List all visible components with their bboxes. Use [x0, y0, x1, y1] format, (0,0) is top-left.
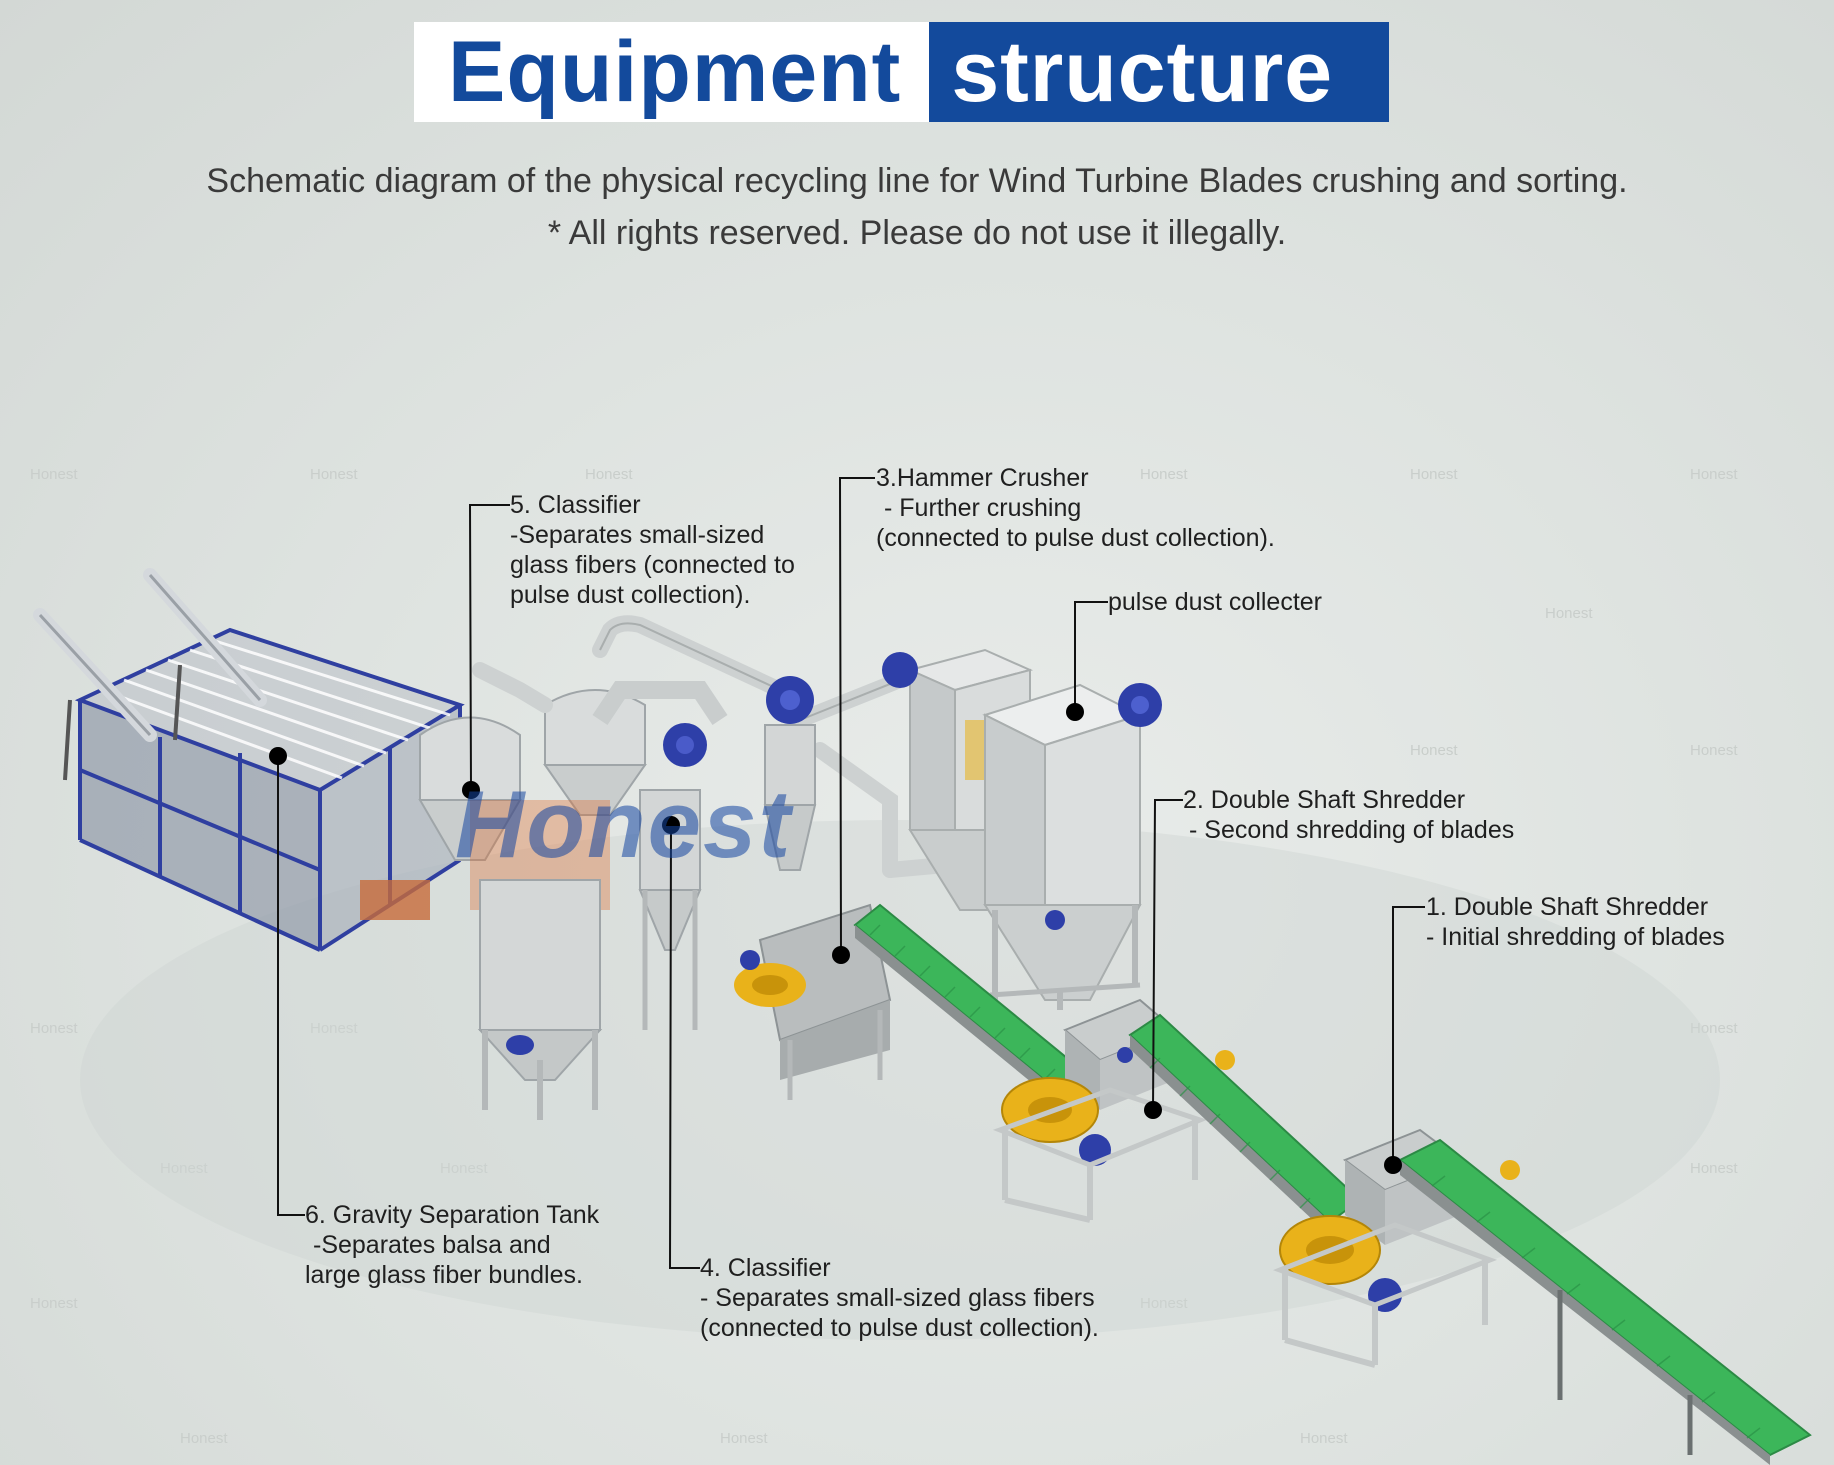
subtitle-description: Schematic diagram of the physical recycl… — [206, 162, 1628, 200]
label-title: 4. Classifier — [700, 1254, 831, 1282]
brand-logo: Honest — [455, 771, 793, 878]
watermark: Honest — [1410, 742, 1458, 759]
watermark: Honest — [440, 1160, 488, 1177]
pulse-dust-collector — [882, 648, 1162, 1010]
infeed-conveyor — [1398, 1138, 1812, 1465]
label-line: (connected to pulse dust collection). — [700, 1314, 1099, 1342]
label-line: -Separates small-sized — [510, 521, 765, 549]
watermark: Honest — [1690, 742, 1738, 759]
label-double-shaft-shredder-1: 1. Double Shaft Shredder - Initial shred… — [1426, 892, 1725, 952]
label-line: - Second shredding of blades — [1189, 816, 1515, 844]
watermark: Honest — [1690, 1160, 1738, 1177]
label-gravity-separation-tank: 6. Gravity Separation Tank -Separates ba… — [305, 1200, 599, 1290]
label-classifier-5: 5. Classifier -Separates small-sized gla… — [510, 490, 795, 610]
title-part-2: structure — [929, 22, 1390, 122]
watermark: Honest — [30, 466, 78, 483]
watermark: Honest — [1300, 1430, 1348, 1447]
label-title: 3.Hammer Crusher — [876, 464, 1089, 492]
label-double-shaft-shredder-2: 2. Double Shaft Shredder - Second shredd… — [1183, 785, 1514, 845]
label-line: (connected to pulse dust collection). — [876, 524, 1275, 552]
label-title: 2. Double Shaft Shredder — [1183, 786, 1466, 814]
watermark: Honest — [585, 466, 633, 483]
gravity-separation-tank — [33, 568, 465, 952]
watermark: Honest — [1690, 1020, 1738, 1037]
subtitle-copyright: * All rights reserved. Please do not use… — [547, 214, 1287, 252]
hammer-crusher — [734, 676, 892, 1100]
label-line: large glass fiber bundles. — [305, 1261, 583, 1289]
title-part-1: Equipment — [414, 22, 930, 122]
label-title: 6. Gravity Separation Tank — [305, 1201, 600, 1229]
watermark: Honest — [1140, 1295, 1188, 1312]
watermark: Honest — [1545, 605, 1593, 622]
watermark: Honest — [160, 1160, 208, 1177]
watermark: Honest — [310, 1020, 358, 1037]
watermark: Honest — [180, 1430, 228, 1447]
label-line: pulse dust collection). — [510, 581, 751, 609]
label-line: -Separates balsa and — [313, 1231, 551, 1259]
label-line: - Initial shredding of blades — [1426, 923, 1725, 951]
label-title: 5. Classifier — [510, 491, 641, 519]
leader-lines — [277, 477, 1425, 1269]
label-line: - Further crushing — [884, 494, 1082, 522]
watermark: Honest — [720, 1430, 768, 1447]
label-line: glass fibers (connected to — [510, 551, 795, 579]
leader-dots — [269, 703, 1402, 1174]
watermark: Honest — [1140, 466, 1188, 483]
label-hammer-crusher: 3.Hammer Crusher - Further crushing (con… — [876, 463, 1275, 553]
label-line: - Separates small-sized glass fibers — [700, 1284, 1095, 1312]
label-pulse-dust-collector: pulse dust collecter — [1108, 587, 1322, 617]
watermark: Honest — [310, 466, 358, 483]
watermark: Honest — [1410, 466, 1458, 483]
watermark: Honest — [30, 1020, 78, 1037]
watermark: Honest — [30, 1295, 78, 1312]
label-title: 1. Double Shaft Shredder — [1426, 893, 1709, 921]
title-banner: Equipment structure — [414, 22, 1390, 122]
label-classifier-4: 4. Classifier - Separates small-sized gl… — [700, 1253, 1099, 1343]
watermark: Honest — [1690, 466, 1738, 483]
label-title: pulse dust collecter — [1108, 588, 1323, 616]
